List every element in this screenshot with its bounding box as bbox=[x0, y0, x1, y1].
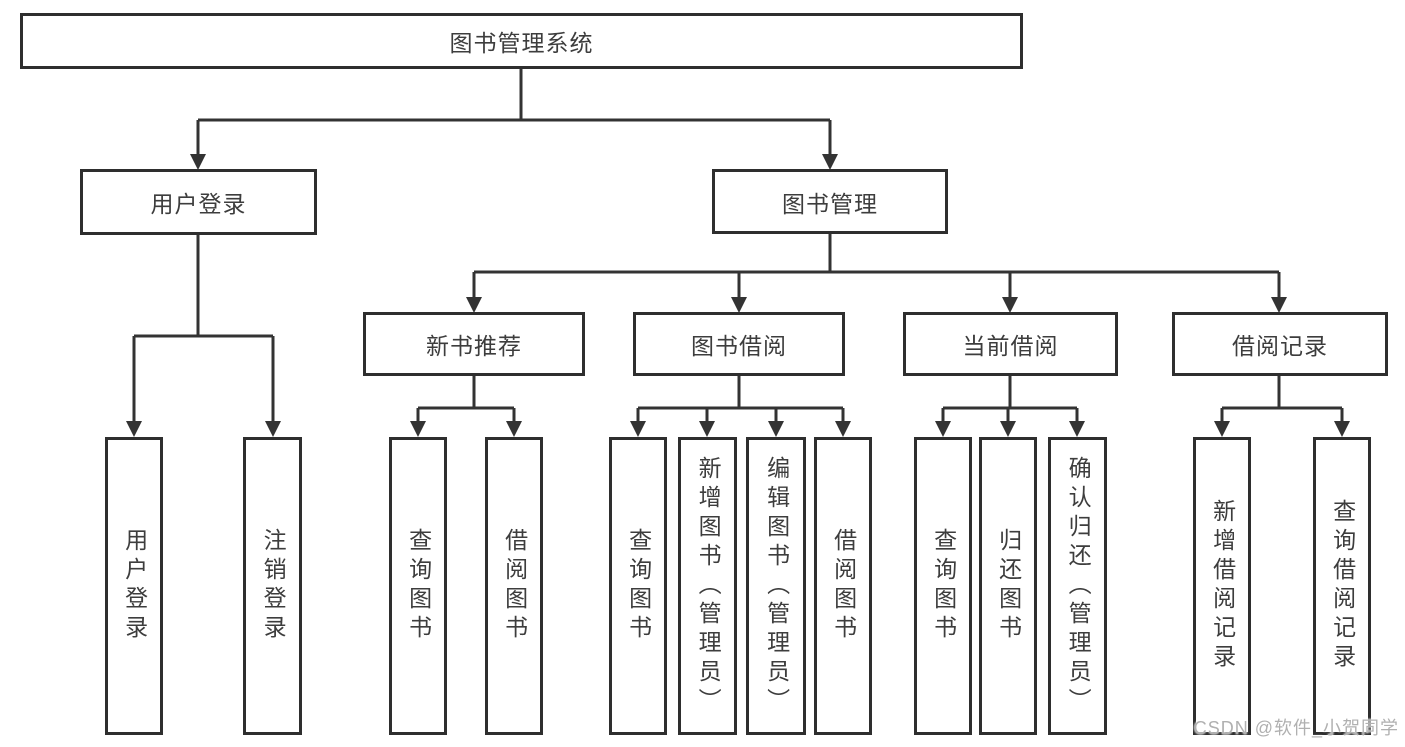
node-library-system: 图书管理系统 bbox=[20, 13, 1023, 69]
node-leaf-cb-confirm-return-admin: 确认归还（管理员） bbox=[1048, 437, 1107, 735]
node-leaf-cb-return-books-label: 归还图书 bbox=[995, 528, 1022, 644]
connector-borrow-records-to-leaves bbox=[1220, 376, 1344, 424]
node-user-login: 用户登录 bbox=[80, 169, 317, 235]
node-leaf-nbr-borrow-books: 借阅图书 bbox=[485, 437, 543, 735]
connector-current-borrow-to-leaves bbox=[941, 376, 1079, 424]
node-leaf-user-login: 用户登录 bbox=[105, 437, 163, 735]
node-book-borrowing-label: 图书借阅 bbox=[691, 333, 787, 359]
node-leaf-bb-add-books-admin: 新增图书（管理员） bbox=[678, 437, 737, 735]
node-current-borrowing-label: 当前借阅 bbox=[962, 333, 1059, 359]
node-current-borrowing: 当前借阅 bbox=[903, 312, 1118, 376]
node-leaf-bb-query-books-label: 查询图书 bbox=[625, 528, 652, 644]
node-book-borrowing: 图书借阅 bbox=[633, 312, 845, 376]
node-leaf-bb-query-books: 查询图书 bbox=[609, 437, 667, 735]
node-book-management-label: 图书管理 bbox=[782, 190, 878, 217]
node-leaf-cb-return-books: 归还图书 bbox=[979, 437, 1037, 735]
node-leaf-br-add-record: 新增借阅记录 bbox=[1193, 437, 1251, 735]
node-leaf-nbr-query-books-label: 查询图书 bbox=[405, 528, 432, 644]
node-leaf-br-query-record: 查询借阅记录 bbox=[1313, 437, 1371, 735]
connector-user-login-to-leaves bbox=[132, 235, 275, 424]
node-leaf-cb-query-books-label: 查询图书 bbox=[930, 528, 957, 644]
node-leaf-bb-borrow-books: 借阅图书 bbox=[814, 437, 872, 735]
node-leaf-bb-borrow-books-label: 借阅图书 bbox=[830, 528, 857, 644]
node-borrowing-records-label: 借阅记录 bbox=[1232, 333, 1328, 359]
node-leaf-br-query-record-label: 查询借阅记录 bbox=[1329, 499, 1356, 673]
connector-book-borrow-to-leaves bbox=[636, 376, 845, 424]
node-leaf-user-login-label: 用户登录 bbox=[121, 528, 148, 644]
node-book-management: 图书管理 bbox=[712, 169, 948, 234]
node-library-system-label: 图书管理系统 bbox=[449, 30, 594, 56]
csdn-watermark: CSDN @软件_小贺同学 bbox=[1193, 718, 1399, 738]
connector-lines-group bbox=[132, 69, 1344, 424]
connector-book-mgmt-to-level2 bbox=[472, 234, 1281, 300]
connector-new-book-rec-to-leaves bbox=[416, 376, 516, 424]
node-new-book-recommend-label: 新书推荐 bbox=[426, 333, 522, 359]
node-user-login-label: 用户登录 bbox=[150, 191, 247, 217]
node-borrowing-records: 借阅记录 bbox=[1172, 312, 1388, 376]
node-leaf-nbr-borrow-books-label: 借阅图书 bbox=[501, 528, 528, 644]
node-leaf-logout-label: 注销登录 bbox=[260, 528, 287, 644]
node-leaf-logout: 注销登录 bbox=[243, 437, 302, 735]
node-leaf-cb-query-books: 查询图书 bbox=[914, 437, 972, 735]
node-leaf-nbr-query-books: 查询图书 bbox=[389, 437, 447, 735]
node-leaf-bb-edit-books-admin: 编辑图书（管理员） bbox=[746, 437, 806, 735]
connector-root-to-level1 bbox=[196, 69, 832, 157]
node-leaf-bb-edit-books-admin-label: 编辑图书（管理员） bbox=[763, 455, 790, 717]
node-leaf-cb-confirm-return-admin-label: 确认归还（管理员） bbox=[1065, 455, 1092, 717]
node-leaf-bb-add-books-admin-label: 新增图书（管理员） bbox=[695, 455, 722, 717]
node-new-book-recommend: 新书推荐 bbox=[363, 312, 585, 376]
node-leaf-br-add-record-label: 新增借阅记录 bbox=[1209, 499, 1236, 673]
